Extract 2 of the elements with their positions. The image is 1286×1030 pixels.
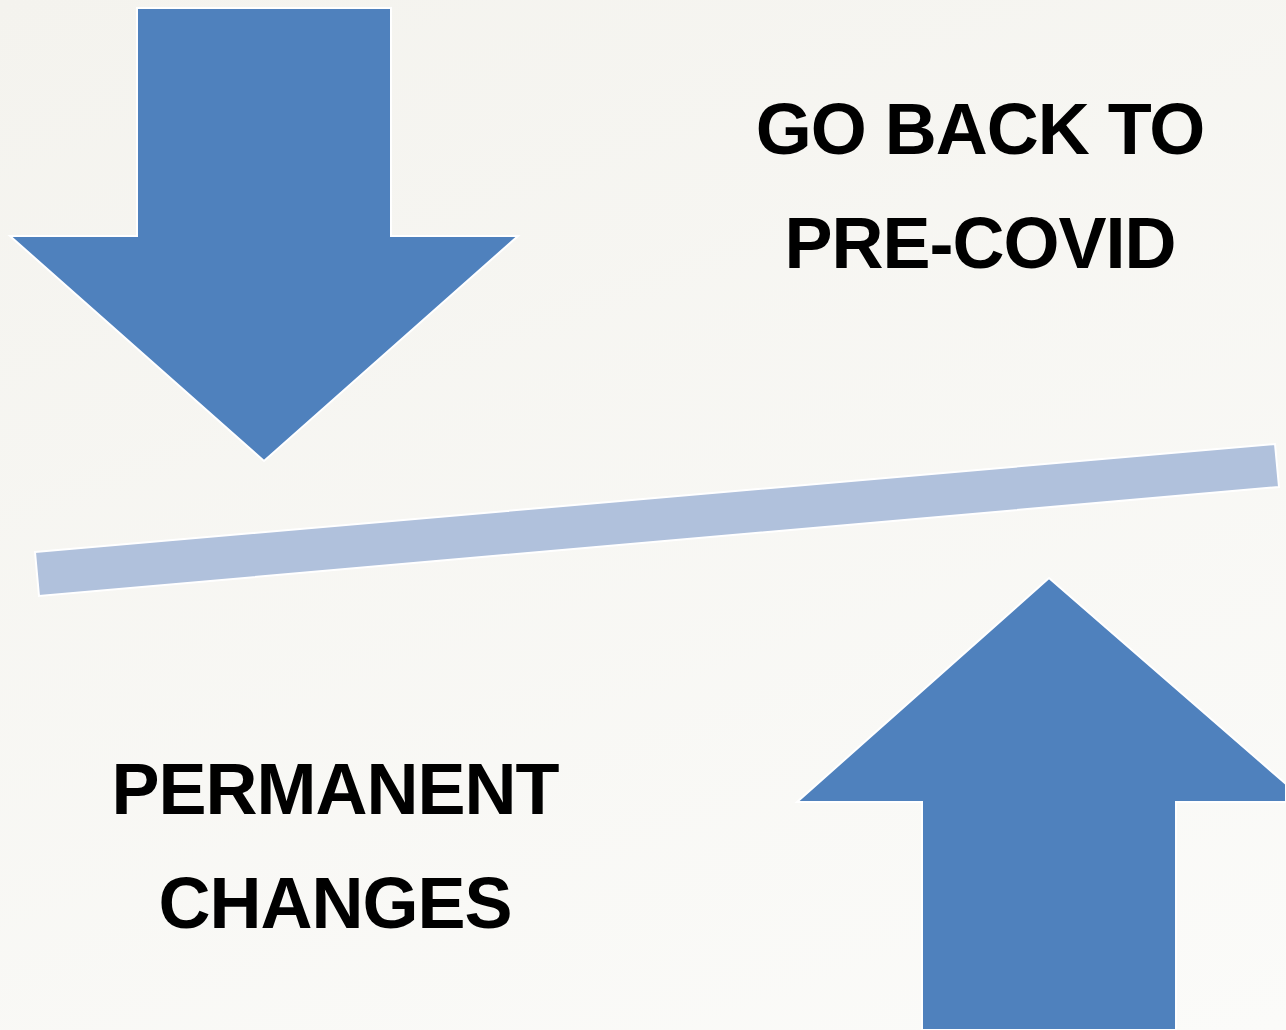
label-text: GO BACK TO PRE-COVID	[754, 88, 1206, 285]
label-text: PERMANENT CHANGES	[110, 748, 560, 945]
